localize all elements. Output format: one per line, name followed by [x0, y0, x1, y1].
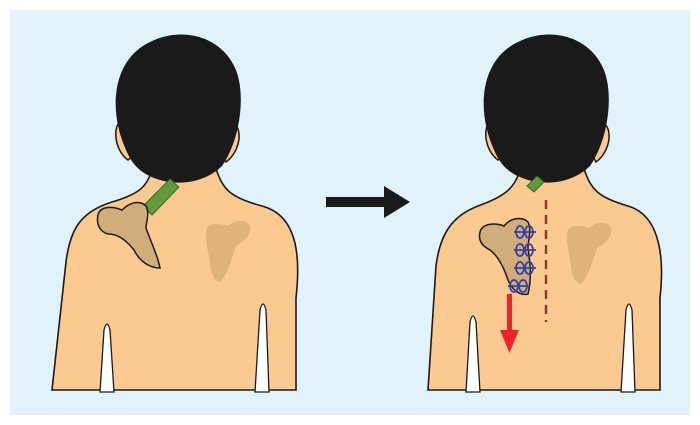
figure-after [428, 35, 661, 392]
hair-after [484, 35, 609, 183]
right-arrow-icon [326, 186, 410, 218]
figure-before [52, 35, 298, 392]
hair-before [116, 35, 241, 183]
